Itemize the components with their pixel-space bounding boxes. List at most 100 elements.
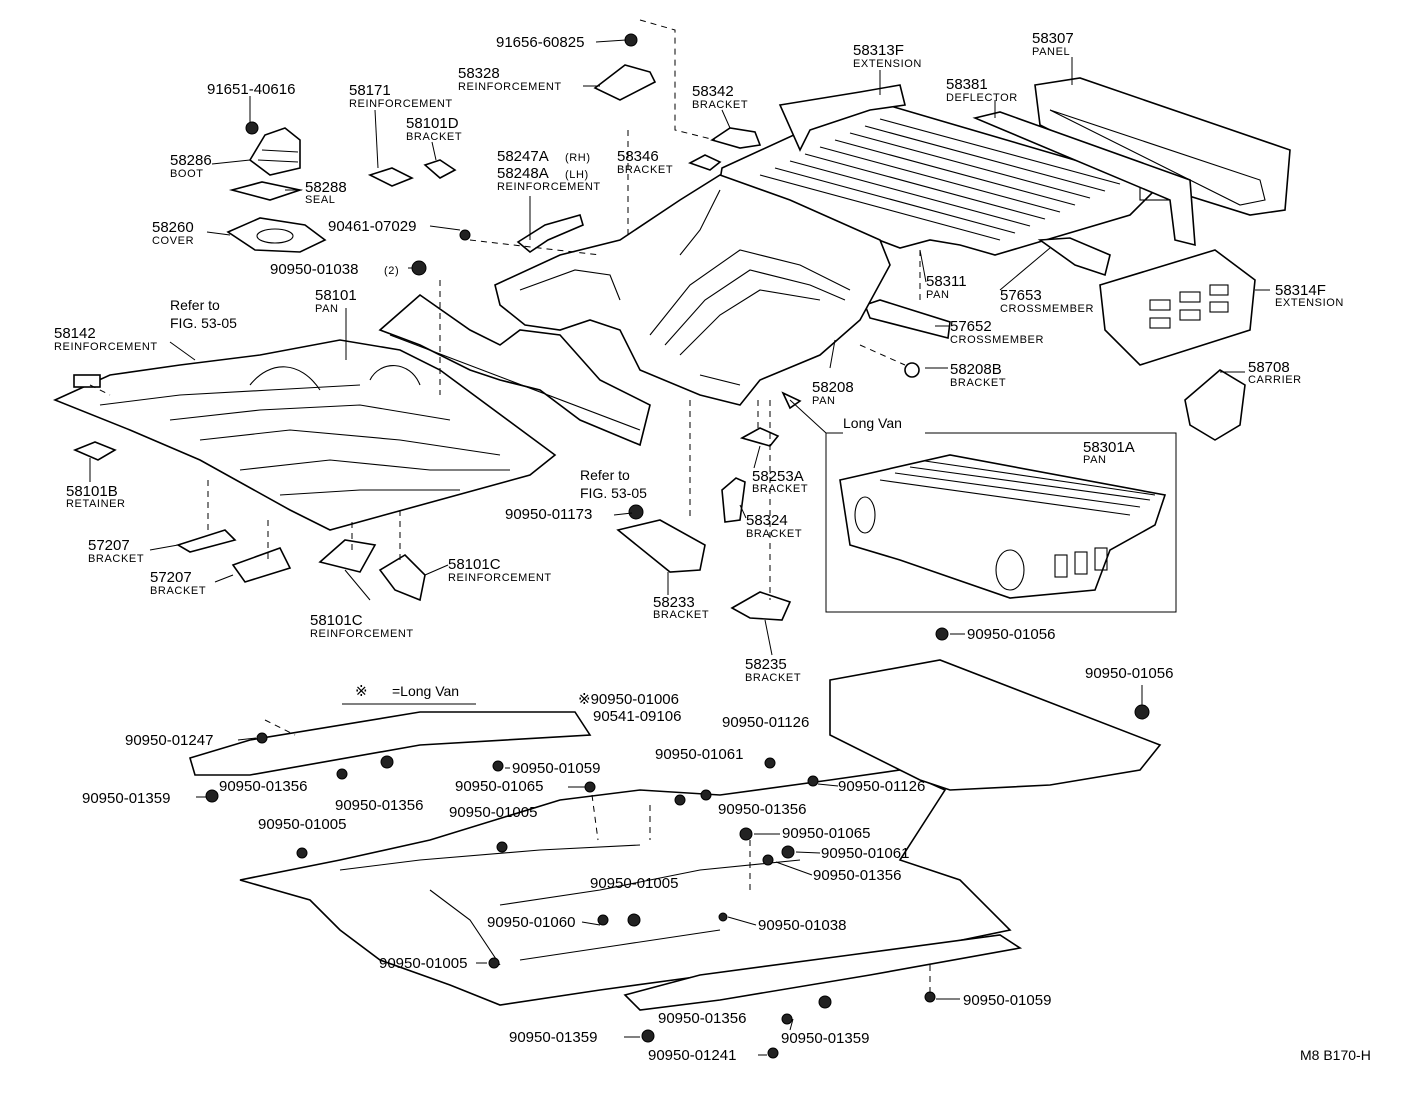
crossmember-57653 [1037, 237, 1111, 277]
svg-text:90461-07029: 90461-07029 [328, 218, 416, 235]
svg-text:M8 B170-H: M8 B170-H [1300, 1047, 1371, 1063]
svg-text:58301A: 58301A [1083, 439, 1135, 456]
svg-text:90950-01038: 90950-01038 [270, 261, 358, 278]
svg-text:58235: 58235 [745, 656, 787, 673]
svg-text:58208: 58208 [812, 379, 854, 396]
callout-58286: 58286 BOOT [170, 152, 212, 180]
svg-text:58101C: 58101C [310, 612, 363, 629]
svg-text:58324: 58324 [746, 512, 788, 529]
callout-58313f: 58313F EXTENSION [853, 42, 922, 70]
callout-58260: 58260 COVER [152, 219, 194, 247]
callout-57653: 57653 CROSSMEMBER [1000, 287, 1094, 315]
seal-58288 [228, 181, 304, 201]
svg-text:FIG. 53-05: FIG. 53-05 [170, 315, 237, 331]
plug-labels: ※90950-01006 90541-09106 90950-01126 909… [82, 691, 1051, 1064]
callout-57652: 57652 CROSSMEMBER [950, 318, 1043, 346]
svg-text:90950-01060: 90950-01060 [487, 914, 575, 931]
svg-text:58346: 58346 [617, 148, 659, 165]
reinforcement-58142 [73, 374, 101, 388]
svg-text:90950-01359: 90950-01359 [82, 790, 170, 807]
svg-text:57652: 57652 [950, 318, 992, 335]
svg-text:REINFORCEMENT: REINFORCEMENT [54, 341, 158, 353]
svg-text:Refer to: Refer to [580, 467, 630, 483]
svg-text:58313F: 58313F [853, 42, 904, 59]
callout-91651-40616: 91651-40616 [207, 81, 295, 98]
svg-text:90950-01241: 90950-01241 [648, 1047, 736, 1064]
svg-text:BRACKET: BRACKET [746, 528, 802, 540]
svg-text:90950-01005: 90950-01005 [590, 875, 678, 892]
svg-text:90950-01056: 90950-01056 [1085, 665, 1173, 682]
guide-lines [89, 19, 931, 995]
svg-text:90950-01059: 90950-01059 [963, 992, 1051, 1009]
crossmember-57652 [863, 299, 951, 340]
svg-text:57207: 57207 [150, 569, 192, 586]
svg-text:Long Van: Long Van [843, 415, 902, 431]
svg-text:90950-01005: 90950-01005 [258, 816, 346, 833]
svg-text:※90950-01006: ※90950-01006 [578, 691, 679, 708]
carrier-58708 [1184, 369, 1246, 441]
svg-text:90950-01056: 90950-01056 [967, 626, 1055, 643]
callout-58142: 58142 REINFORCEMENT [54, 325, 158, 353]
svg-text:REINFORCEMENT: REINFORCEMENT [448, 572, 552, 584]
svg-text:BRACKET: BRACKET [692, 99, 748, 111]
svg-text:PAN: PAN [1083, 454, 1107, 466]
svg-text:58248A: 58248A [497, 165, 549, 182]
callout-58324: 58324 BRACKET [746, 512, 802, 540]
svg-text:90950-01126: 90950-01126 [722, 714, 809, 731]
callout-90950-01038-top: 90950-01038 (2) [270, 261, 399, 278]
bracket-58253a [739, 427, 780, 447]
bracket-58342 [710, 127, 762, 149]
svg-text:90950-01038: 90950-01038 [758, 917, 846, 934]
svg-text:BRACKET: BRACKET [752, 483, 808, 495]
svg-text:90950-01356: 90950-01356 [813, 867, 901, 884]
svg-text:REINFORCEMENT: REINFORCEMENT [349, 98, 453, 110]
bracket-57207-b [231, 547, 292, 583]
callout-58708: 58708 CARRIER [1248, 359, 1301, 386]
svg-text:90950-01061: 90950-01061 [655, 746, 743, 763]
svg-text:90950-01359: 90950-01359 [509, 1029, 597, 1046]
svg-text:90950-01005: 90950-01005 [449, 804, 537, 821]
svg-text:90950-01065: 90950-01065 [782, 825, 870, 842]
svg-text:(RH): (RH) [565, 152, 591, 164]
tunnel-reinforcement [378, 293, 651, 447]
callout-58101c-b: 58101C REINFORCEMENT [310, 612, 413, 640]
callout-refer-mid: Refer to FIG. 53-05 [580, 467, 647, 501]
callout-90950-01173: 90950-01173 [505, 506, 592, 523]
svg-text:58247A: 58247A [497, 148, 549, 165]
callout-58253a: 58253A BRACKET [752, 468, 808, 495]
bracket-58233 [616, 519, 706, 573]
callout-58233: 58233 BRACKET [653, 594, 709, 621]
left-side-rail [189, 711, 592, 776]
callout-91656-60825: 91656-60825 [496, 34, 584, 51]
svg-text:58342: 58342 [692, 83, 734, 100]
svg-text:90950-01356: 90950-01356 [219, 778, 307, 795]
callout-58235: 58235 BRACKET [745, 656, 801, 684]
callout-90461-07029: 90461-07029 [328, 218, 416, 235]
svg-text:91656-60825: 91656-60825 [496, 34, 584, 51]
callout-58171: 58171 REINFORCEMENT [349, 82, 453, 110]
svg-text:57653: 57653 [1000, 287, 1042, 304]
svg-text:58171: 58171 [349, 82, 391, 99]
callout-90950-01056-a: 90950-01056 [967, 626, 1055, 643]
callout-58208: 58208 PAN [812, 379, 854, 407]
svg-text:SEAL: SEAL [305, 194, 336, 206]
callout-refer-top: Refer to FIG. 53-05 [170, 297, 237, 331]
svg-text:90950-01065: 90950-01065 [455, 778, 543, 795]
svg-text:FIG. 53-05: FIG. 53-05 [580, 485, 647, 501]
svg-text:COVER: COVER [152, 235, 194, 247]
callout-58307: 58307 PANEL [1032, 30, 1074, 58]
svg-text:CROSSMEMBER: CROSSMEMBER [1000, 303, 1094, 315]
svg-text:EXTENSION: EXTENSION [853, 58, 922, 70]
svg-text:Refer to: Refer to [170, 297, 220, 313]
svg-text:(LH): (LH) [565, 169, 589, 181]
svg-text:BRACKET: BRACKET [406, 131, 462, 143]
callout-long-van-box: Long Van [843, 415, 902, 431]
cover-58260 [226, 217, 327, 253]
reinforcement-58101c-a [318, 539, 377, 573]
leader-lines [89, 39, 1270, 705]
callout-58288: 58288 SEAL [305, 179, 347, 206]
svg-text:EXTENSION: EXTENSION [1275, 297, 1344, 309]
svg-text:90950-01059: 90950-01059 [512, 760, 600, 777]
callout-90950-01056-b: 90950-01056 [1085, 665, 1173, 682]
svg-text:BRACKET: BRACKET [88, 553, 144, 565]
